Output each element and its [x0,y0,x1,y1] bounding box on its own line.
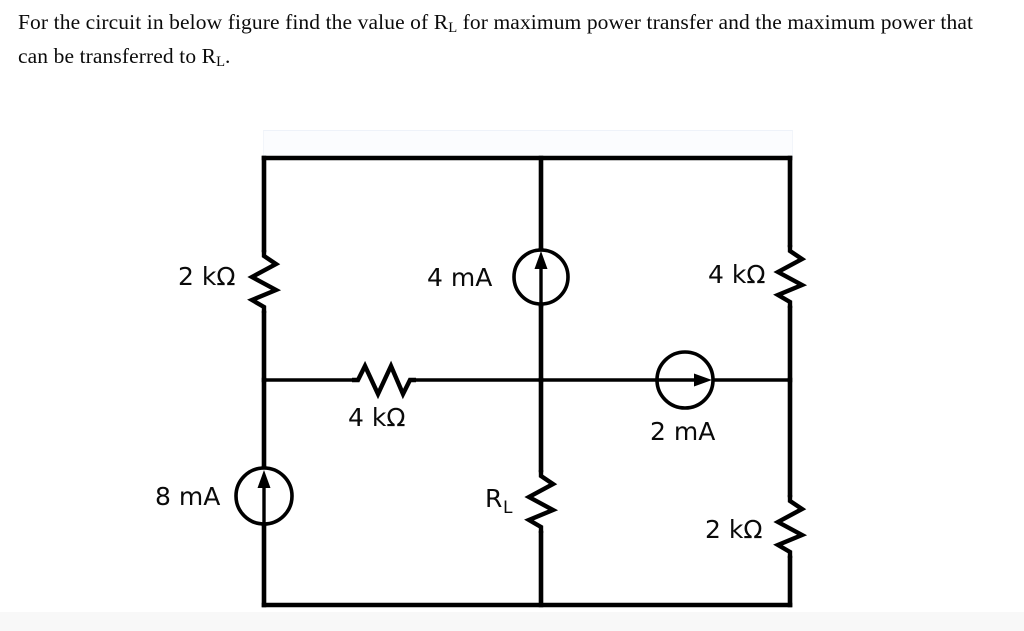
figure-highlight-artifact [263,130,793,158]
question-line-2-subscript: L [216,54,226,71]
resistor-2kohm-right-label: 2 kΩ [705,515,762,544]
current-source-8ma-arrow-head-up-icon [257,470,271,488]
current-source-4ma-label: 4 mA [427,263,492,292]
resistor-4kohm-horizontal-symbol [352,360,416,400]
resistor-2kohm-right-symbol [773,495,808,558]
current-source-8ma-label: 8 mA [155,482,220,511]
resistor-rl-symbol [524,470,559,533]
question-line-1-part-2: for maximum power transfer and the [457,10,782,34]
question-line-2: maximum power that can be transferred to… [18,10,974,71]
resistor-4kohm-right-symbol [773,245,808,308]
question-line-2-part-1: maximum power that can be transferred to… [18,10,974,69]
question-text: For the circuit in below figure find the… [18,8,1003,76]
resistor-rl-label-sub: L [503,498,513,518]
resistor-4kohm-right-label: 4 kΩ [708,260,765,289]
resistor-2kohm-left-label: 2 kΩ [178,262,235,291]
question-line-1: For the circuit in below figure find the… [18,10,782,37]
current-source-4ma-arrow-head-up-icon [534,251,548,269]
question-line-2-part-2: . [225,44,231,69]
resistor-rl-label-main: R [485,484,502,513]
question-line-1-subscript: L [448,20,458,37]
question-line-1-part-1: For the circuit in below figure find the… [18,10,449,34]
resistor-2kohm-left-symbol [247,250,282,313]
page-bottom-strip [0,612,1024,631]
current-source-2ma-label: 2 mA [650,417,715,446]
resistor-4kohm-horizontal-label: 4 kΩ [348,403,405,432]
current-source-2ma-arrow-head-right-icon [694,373,712,387]
